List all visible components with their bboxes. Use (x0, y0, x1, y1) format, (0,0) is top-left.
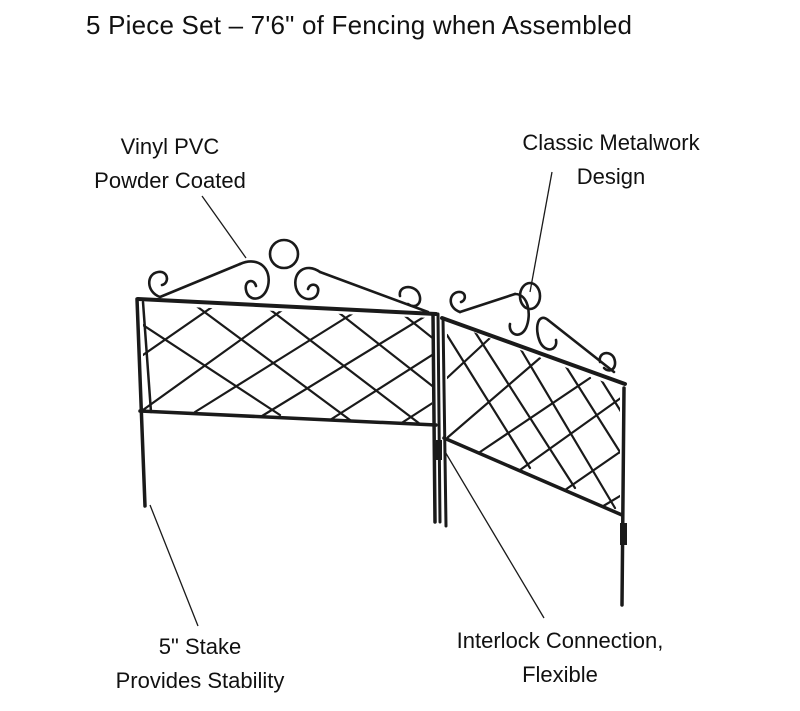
callout-vinyl-line1: Vinyl PVC (120, 134, 220, 159)
callout-leader-lines (149, 171, 553, 627)
callout-classic-line2: Design (576, 164, 646, 189)
left-scroll-curl-center-left (238, 260, 270, 300)
left-lattice (143, 305, 432, 424)
right-top-rail (440, 316, 627, 386)
left-scroll-curl-far-right (398, 285, 422, 308)
right-scroll-curl-far-left (449, 290, 467, 314)
right-scroll-curl-far-right (598, 351, 617, 372)
left-top-rail (136, 297, 438, 316)
page-title: 5 Piece Set – 7'6" of Fencing when Assem… (86, 10, 633, 40)
left-scroll-curl-far-left (147, 270, 169, 299)
left-scroll-circle (268, 238, 300, 270)
left-scroll-arch-left (158, 262, 242, 299)
right-scroll-arch-right (546, 318, 616, 374)
leader-interlock (443, 449, 545, 619)
callout-vinyl-line2: Powder Coated (94, 168, 246, 193)
right-lattice (447, 330, 620, 510)
right-post-left (441, 316, 448, 528)
right-scroll-arch-left (458, 292, 517, 314)
left-post-right-b (436, 312, 442, 524)
leader-classic (529, 171, 553, 293)
callout-stake: 5" Stake Provides Stability (90, 630, 310, 698)
left-post-inner (141, 300, 153, 414)
callout-interlock: Interlock Connection, Flexible (430, 624, 690, 692)
left-post-outer (135, 297, 147, 508)
callout-interlock-line1: Interlock Connection, (456, 628, 664, 653)
callout-stake-line2: Provides Stability (115, 668, 285, 693)
fence-panel-left (135, 238, 442, 524)
leader-stake (149, 504, 199, 627)
right-bottom-rail (442, 436, 624, 517)
left-bottom-rail (138, 409, 438, 427)
callout-stake-line1: 5" Stake (158, 634, 242, 659)
right-scroll-curl-center-right (535, 316, 558, 351)
right-scroll-ornament (449, 281, 617, 374)
interlock-clip-left (436, 440, 442, 460)
callout-classic-line1: Classic Metalwork (522, 130, 700, 155)
callout-vinyl-pvc: Vinyl PVC Powder Coated (70, 130, 270, 198)
right-post-right (620, 386, 626, 607)
left-scroll-curl-center-right (294, 266, 322, 301)
left-scroll-ornament (147, 238, 430, 314)
fence-panel-right (436, 281, 627, 607)
right-scroll-circle (518, 281, 542, 311)
callout-interlock-line2: Flexible (522, 662, 598, 687)
left-post-right-a (431, 312, 437, 524)
leader-vinyl (201, 195, 247, 259)
callout-classic-metalwork: Classic Metalwork Design (500, 126, 722, 194)
interlock-clip-bottom (620, 523, 627, 545)
right-scroll-curl-center-left (508, 292, 530, 336)
